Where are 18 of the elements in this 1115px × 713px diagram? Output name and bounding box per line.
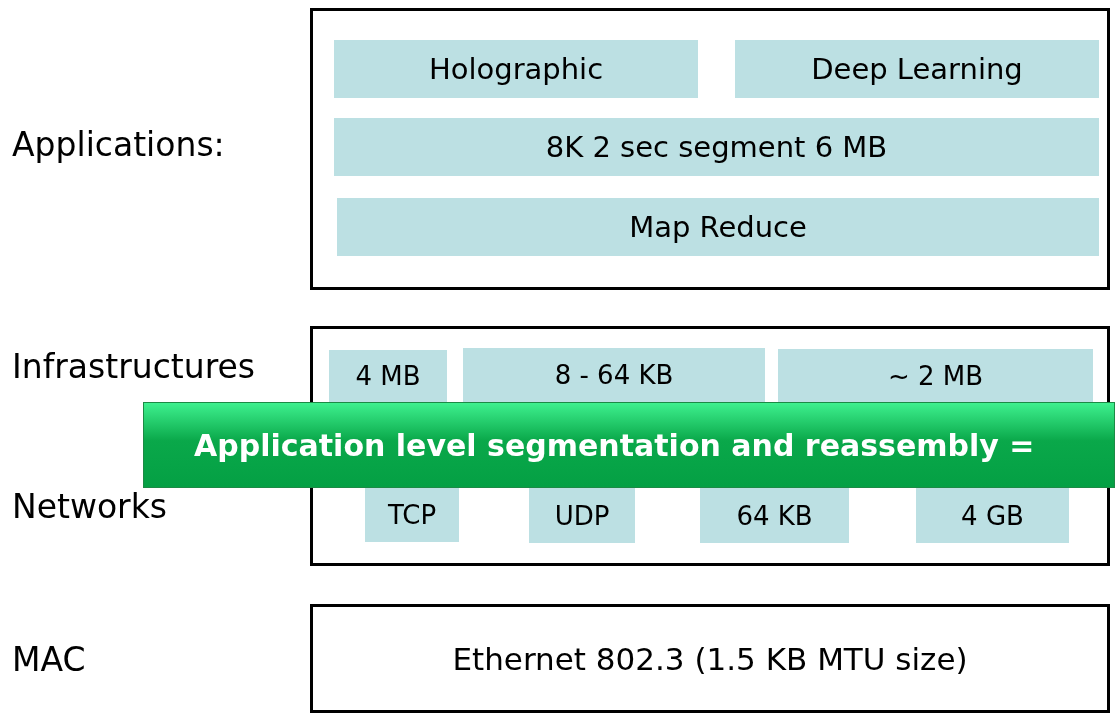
layer-box: ~ 2 MB — [778, 349, 1093, 402]
layer-box: 64 KB — [700, 488, 849, 543]
layer-box: 4 GB — [916, 488, 1069, 543]
layer-box: 4 MB — [329, 350, 447, 402]
banner-ribbon: Application level segmentation and reassembly = — [143, 402, 1115, 488]
layer-frame: Ethernet 802.3 (1.5 KB MTU size) — [310, 604, 1110, 713]
layer-box: UDP — [529, 488, 635, 543]
layer-box: Holographic — [334, 40, 698, 98]
layer-label: Networks — [12, 487, 167, 526]
layer-frame — [310, 8, 1110, 290]
layer-box: TCP — [365, 488, 459, 542]
layer-box: 8 - 64 KB — [463, 348, 765, 402]
layer-box: Deep Learning — [735, 40, 1099, 98]
layer-box: Map Reduce — [337, 198, 1099, 256]
layer-label: MAC — [12, 640, 86, 679]
layer-box: 8K 2 sec segment 6 MB — [334, 118, 1099, 176]
layer-label: Applications: — [12, 125, 225, 164]
layer-label: Infrastructures — [12, 347, 255, 386]
